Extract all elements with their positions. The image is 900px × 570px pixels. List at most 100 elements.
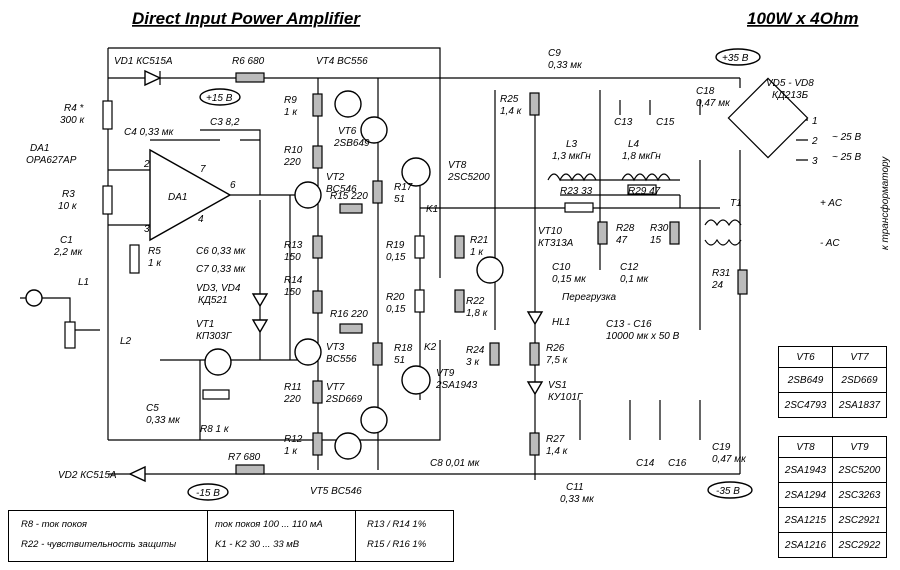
label-r11b: 220	[283, 394, 301, 405]
note-divider	[207, 511, 209, 561]
resistor-r30	[669, 221, 680, 245]
label-da1b: OPA627AP	[26, 155, 77, 166]
label-c10b: 0,15 мк	[552, 274, 587, 285]
label-r30a: R30	[650, 223, 669, 234]
label-r31b: 24	[711, 280, 724, 291]
resistor-r4	[102, 100, 113, 130]
label-c12b: 0,1 мк	[620, 274, 650, 285]
label-c18a: C18	[696, 86, 715, 97]
label-r13b: 150	[284, 252, 301, 263]
label-r7: R7 680	[228, 452, 261, 463]
resistor-r29	[627, 184, 657, 195]
led-hl1	[526, 311, 544, 326]
label-r5a: R5	[148, 246, 161, 257]
label-c7: C7 0,33 мк	[196, 264, 247, 275]
diode-vd3	[251, 293, 269, 308]
label-c11a: C11	[566, 482, 584, 493]
label-r22a: R22	[466, 296, 485, 307]
resistor-r15	[339, 203, 363, 214]
resistor-r14	[312, 290, 323, 314]
label-vt6b: 2SB649	[333, 138, 370, 149]
transistor-vt8	[401, 157, 431, 187]
label-l1: L1	[78, 277, 89, 288]
label-r17b: 51	[394, 194, 405, 205]
label-r19a: R19	[386, 240, 405, 251]
label-l3b: 1,3 мкГн	[552, 151, 591, 162]
resistor-r8	[202, 389, 230, 400]
resistor-r26	[529, 342, 540, 366]
table-vt8-vt9: VT8 VT9 2SA1943 2SC5200 2SA1294 2SC3263 …	[778, 436, 887, 558]
label-hl1: HL1	[552, 317, 570, 328]
bridge-rectifier	[727, 77, 809, 159]
label-c12a: C12	[620, 262, 639, 273]
label-vt3b: BC556	[326, 354, 357, 365]
label-c9b: 0,33 мк	[548, 60, 583, 71]
label-r19b: 0,15	[386, 252, 406, 263]
label-da1c: DA1	[168, 192, 187, 203]
label-r21b: 1 к	[470, 247, 484, 258]
resistor-r16	[339, 323, 363, 334]
note-r15-r16: R15 / R16 1%	[367, 539, 427, 550]
label-c4: C4 0,33 мк	[124, 127, 175, 138]
label-vt7b: 2SD669	[325, 394, 363, 405]
inductor-l3	[547, 173, 597, 182]
label-r28b: 47	[616, 235, 628, 246]
table-cell: 2SB649	[778, 367, 833, 393]
thyristor-vs1	[526, 381, 544, 396]
label-vd2: VD2 КС515А	[58, 470, 117, 481]
resistor-r10	[312, 145, 323, 169]
label-o2: 2	[811, 136, 818, 147]
badge-p15	[199, 88, 241, 106]
resistor-r22	[454, 289, 465, 313]
resistor-r5	[129, 244, 140, 274]
label-da1a: DA1	[30, 143, 49, 154]
table-cell: 2SA1294	[778, 482, 833, 508]
label-c1b: 2,2 мк	[53, 247, 84, 258]
label-t1: T1	[730, 198, 742, 209]
label-c15: C15	[656, 117, 675, 128]
resistor-r13	[312, 235, 323, 259]
label-r27b: 1,4 к	[546, 446, 569, 457]
label-r10a: R10	[284, 145, 303, 156]
label-c3: C3 8,2	[210, 117, 240, 128]
label-vd58b: КД213Б	[772, 90, 809, 101]
notes-box: R8 - ток покоя R22 - чувствительность за…	[8, 510, 454, 562]
label-m35: -35 В	[716, 486, 740, 497]
label-c10a: C10	[552, 262, 571, 273]
label-overload: Перегрузка	[562, 292, 616, 303]
note-k1k2: K1 - K2 30 ... 33 мВ	[215, 539, 300, 550]
label-vt1a: VT1	[196, 319, 214, 330]
label-r3b: 10 к	[58, 201, 78, 212]
transformer-t1	[704, 219, 742, 227]
label-r25b: 1,4 к	[500, 106, 523, 117]
note-quiescent-current: ток покоя 100 ... 110 мА	[215, 519, 323, 530]
label-vt5: VT5 BC546	[310, 486, 362, 497]
label-r12a: R12	[284, 434, 303, 445]
label-vt8a: VT8	[448, 160, 467, 171]
label-r28a: R28	[616, 223, 635, 234]
resistor-r23	[564, 202, 594, 213]
label-p35: +35 В	[722, 53, 749, 64]
label-o1: 1	[812, 116, 818, 127]
label-vt1b: КП303Г	[196, 331, 233, 342]
label-r15: R15 220	[330, 191, 368, 202]
transistor-vt5	[334, 432, 362, 460]
inductor-l4	[621, 173, 671, 182]
resistor-r9	[312, 93, 323, 117]
label-vd58a: VD5 - VD8	[766, 78, 814, 89]
label-c1a: C1	[60, 235, 73, 246]
label-c6: C6 0,33 мк	[196, 246, 247, 257]
label-c1316a: C13 - C16	[606, 319, 652, 330]
label-vt8b: 2SC5200	[447, 172, 490, 183]
diagram-title: Direct Input Power Amplifier	[132, 9, 361, 28]
resistor-r3	[102, 185, 113, 215]
label-c13: C13	[614, 117, 633, 128]
label-r21a: R21	[470, 235, 488, 246]
label-c14: C14	[636, 458, 655, 469]
resistor-r12	[312, 432, 323, 456]
resistor-r17	[372, 180, 383, 204]
label-p15: +15 В	[206, 93, 233, 104]
table-cell: 2SA1216	[778, 532, 833, 558]
resistor-r20	[414, 289, 425, 313]
label-vt3a: VT3	[326, 342, 345, 353]
